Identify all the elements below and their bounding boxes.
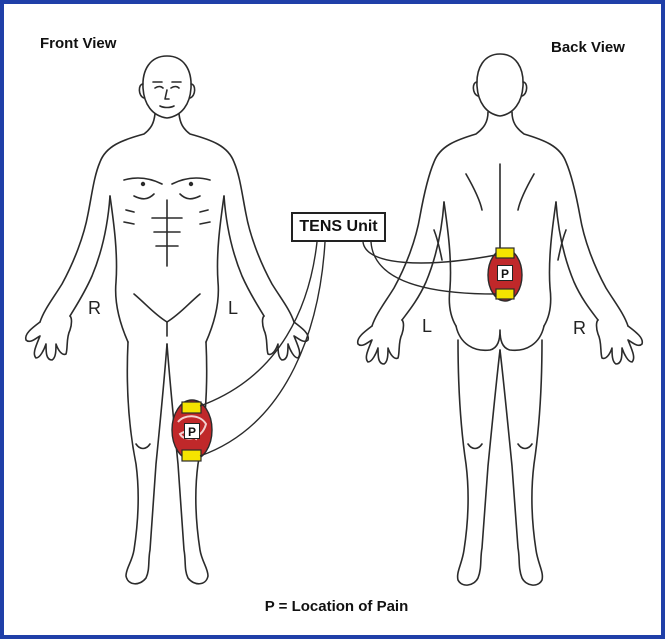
tens-unit-box: TENS Unit xyxy=(291,212,386,242)
front-pain-marker: P xyxy=(184,423,200,439)
back-body-outline xyxy=(358,54,643,585)
lead-wires xyxy=(200,242,496,456)
front-electrode-bottom xyxy=(182,450,201,461)
front-left-side-label: L xyxy=(228,298,238,319)
front-body-outline xyxy=(26,56,309,584)
back-electrode-top xyxy=(496,248,514,258)
back-electrode-bottom xyxy=(496,289,514,299)
front-electrode-top xyxy=(182,402,201,413)
body-diagram xyxy=(4,4,665,643)
back-left-side-label: L xyxy=(422,316,432,337)
front-right-side-label: R xyxy=(88,298,101,319)
back-view-label: Back View xyxy=(551,39,625,56)
back-right-side-label: R xyxy=(573,318,586,339)
back-pain-marker: P xyxy=(497,265,513,281)
front-view-label: Front View xyxy=(40,35,116,52)
pain-location-legend: P = Location of Pain xyxy=(4,598,665,615)
